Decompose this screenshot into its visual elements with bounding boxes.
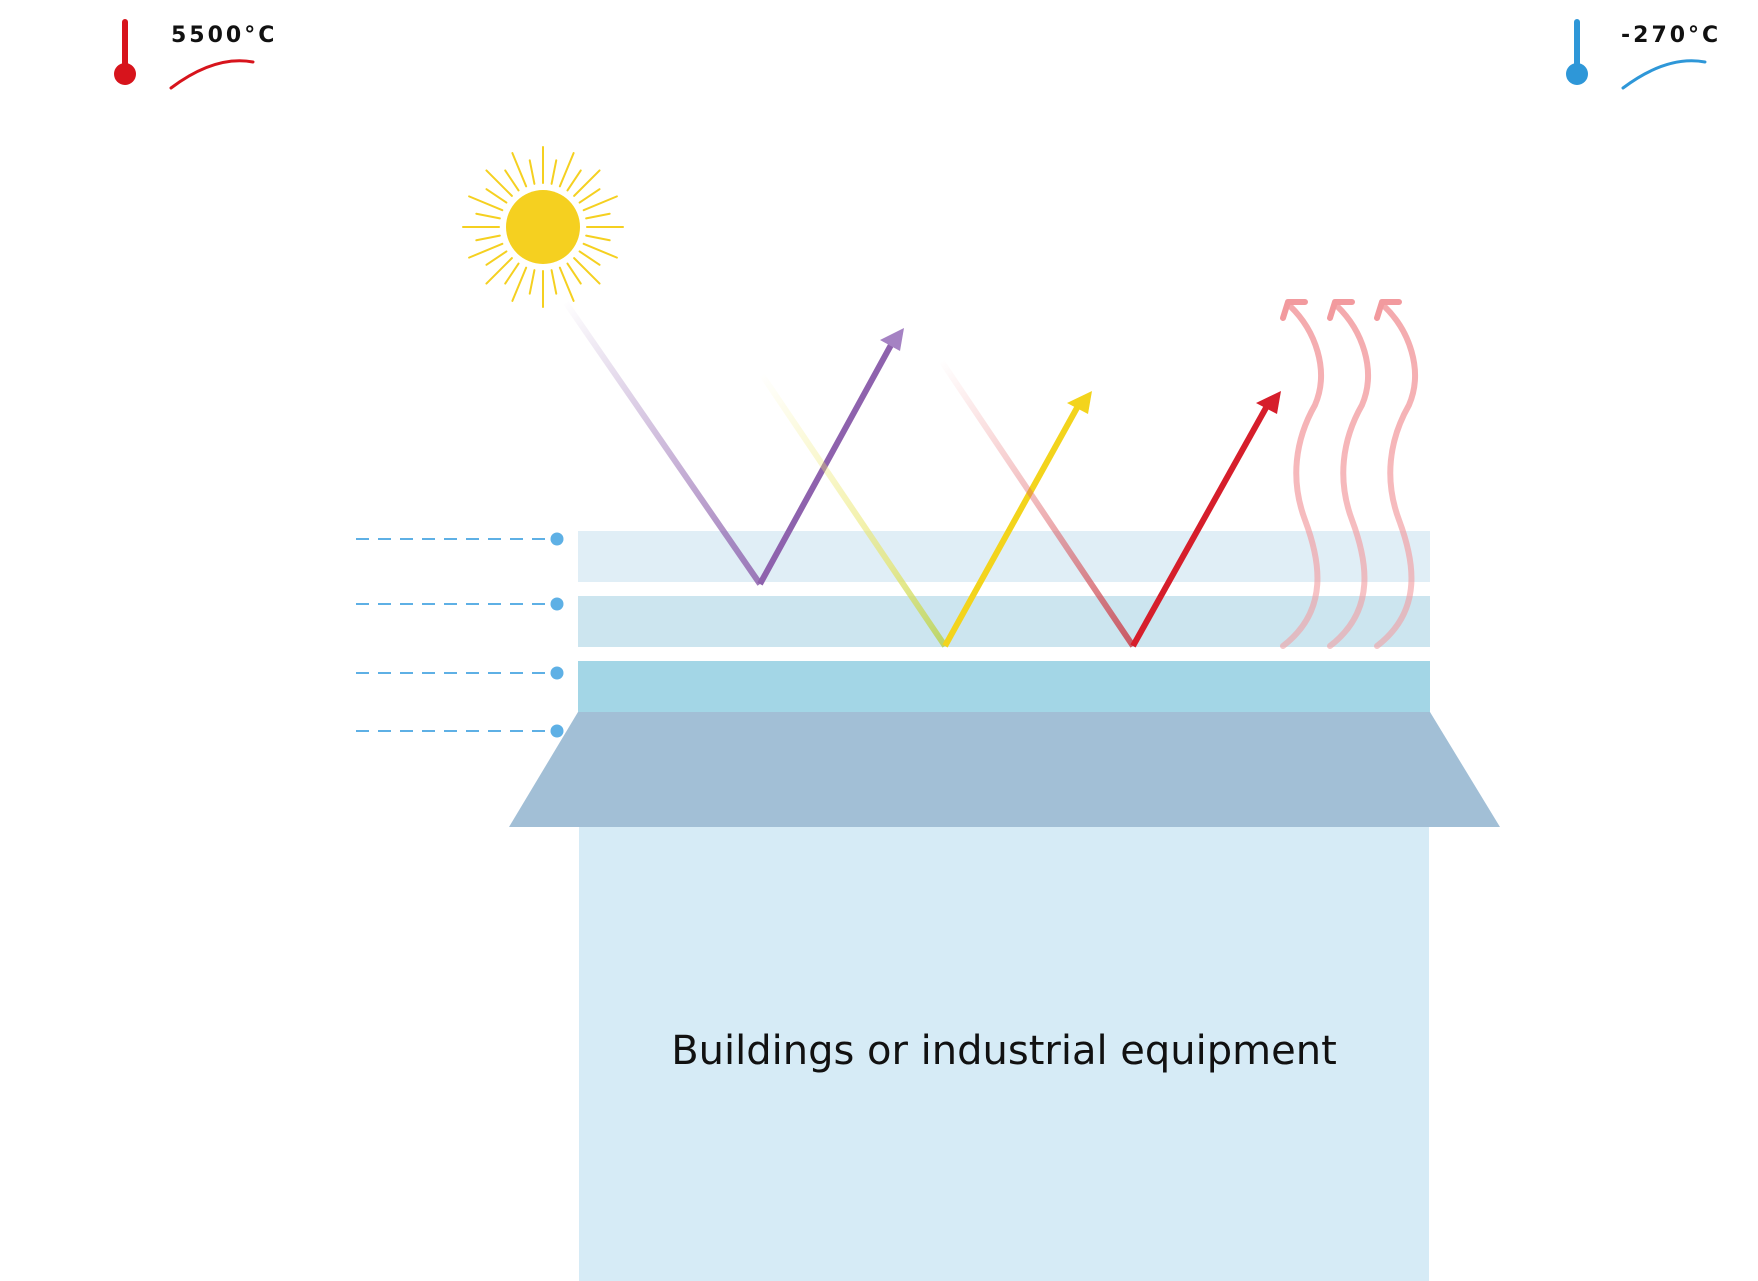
sun-ray bbox=[550, 269, 558, 295]
sun-ray bbox=[528, 269, 536, 295]
sun-ray bbox=[585, 212, 611, 220]
cold-temperature-label: -270°C bbox=[1621, 23, 1721, 48]
heat-wave-icon bbox=[1280, 299, 1324, 649]
leader-line-base-layer bbox=[356, 666, 564, 680]
cold-curve-icon bbox=[1621, 59, 1707, 90]
sun-ray bbox=[550, 159, 558, 185]
base-coating-layer bbox=[578, 661, 1430, 712]
red-arrowhead-icon bbox=[1256, 391, 1281, 414]
sun-ray bbox=[485, 250, 508, 266]
sun-ray bbox=[485, 257, 513, 285]
sun-ray bbox=[475, 234, 501, 242]
sun-ray bbox=[504, 169, 520, 192]
sun-ray bbox=[566, 169, 582, 192]
leader-line-top-layer bbox=[356, 532, 564, 546]
sun-ray bbox=[585, 234, 611, 242]
leader-line-middle-layer bbox=[356, 597, 564, 611]
sun-ray bbox=[578, 188, 601, 204]
sun-ray bbox=[485, 169, 513, 197]
sun-ray bbox=[573, 169, 601, 197]
heat-wave-icon bbox=[1327, 299, 1371, 649]
sun-ray bbox=[573, 257, 601, 285]
sun-ray bbox=[582, 242, 618, 259]
heat-wave-icon bbox=[1374, 299, 1418, 649]
yellow-arrowhead-icon bbox=[1067, 391, 1092, 414]
hot-thermometer-icon bbox=[114, 19, 136, 85]
sun-ray bbox=[468, 195, 504, 212]
sun-icon bbox=[462, 146, 624, 308]
sun-ray bbox=[528, 159, 536, 185]
sun-ray bbox=[475, 212, 501, 220]
layer-leader-lines bbox=[356, 532, 564, 738]
sun-ray bbox=[504, 262, 520, 285]
sun-ray bbox=[566, 262, 582, 285]
sun-ray bbox=[485, 188, 508, 204]
building-body bbox=[579, 827, 1429, 1281]
hot-temperature-label: 5500°C bbox=[171, 23, 277, 48]
sun-ray bbox=[511, 152, 528, 188]
heat-waves bbox=[1280, 299, 1418, 649]
violet-arrowhead-icon bbox=[880, 328, 904, 351]
red-ray bbox=[939, 360, 1281, 648]
sun-ray bbox=[582, 195, 618, 212]
cold-thermometer-icon bbox=[1566, 19, 1588, 85]
sun-ray bbox=[558, 266, 575, 302]
hot-curve-icon bbox=[169, 59, 255, 90]
sun-ray bbox=[558, 152, 575, 188]
sun-ray bbox=[468, 242, 504, 259]
leader-line-substrate bbox=[356, 724, 564, 738]
roof-substrate bbox=[509, 712, 1500, 827]
sun-ray bbox=[511, 266, 528, 302]
sun-ray bbox=[578, 250, 601, 266]
yellow-ray bbox=[759, 373, 1092, 648]
building-label: Buildings or industrial equipment bbox=[671, 1028, 1337, 1074]
